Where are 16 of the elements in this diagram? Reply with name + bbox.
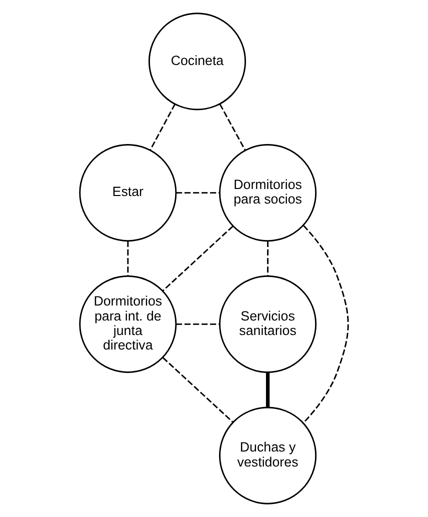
connector <box>150 104 176 151</box>
connector <box>303 225 349 424</box>
connector <box>219 104 246 151</box>
node-circle: Duchas y vestidores <box>219 406 317 504</box>
connector <box>176 192 220 194</box>
node-circle: Cocineta <box>148 12 246 110</box>
node-circle: Dormitorios para int. de junta directiva <box>79 275 177 373</box>
connector <box>127 240 129 276</box>
node-circle: Servicios sanitarios <box>219 275 317 373</box>
connector <box>266 372 270 408</box>
connector <box>162 226 234 292</box>
connector <box>176 323 220 325</box>
node-circle: Dormitorios para socios <box>219 144 317 242</box>
connector <box>162 357 234 423</box>
connector <box>267 240 269 276</box>
node-circle: Estar <box>79 144 177 242</box>
